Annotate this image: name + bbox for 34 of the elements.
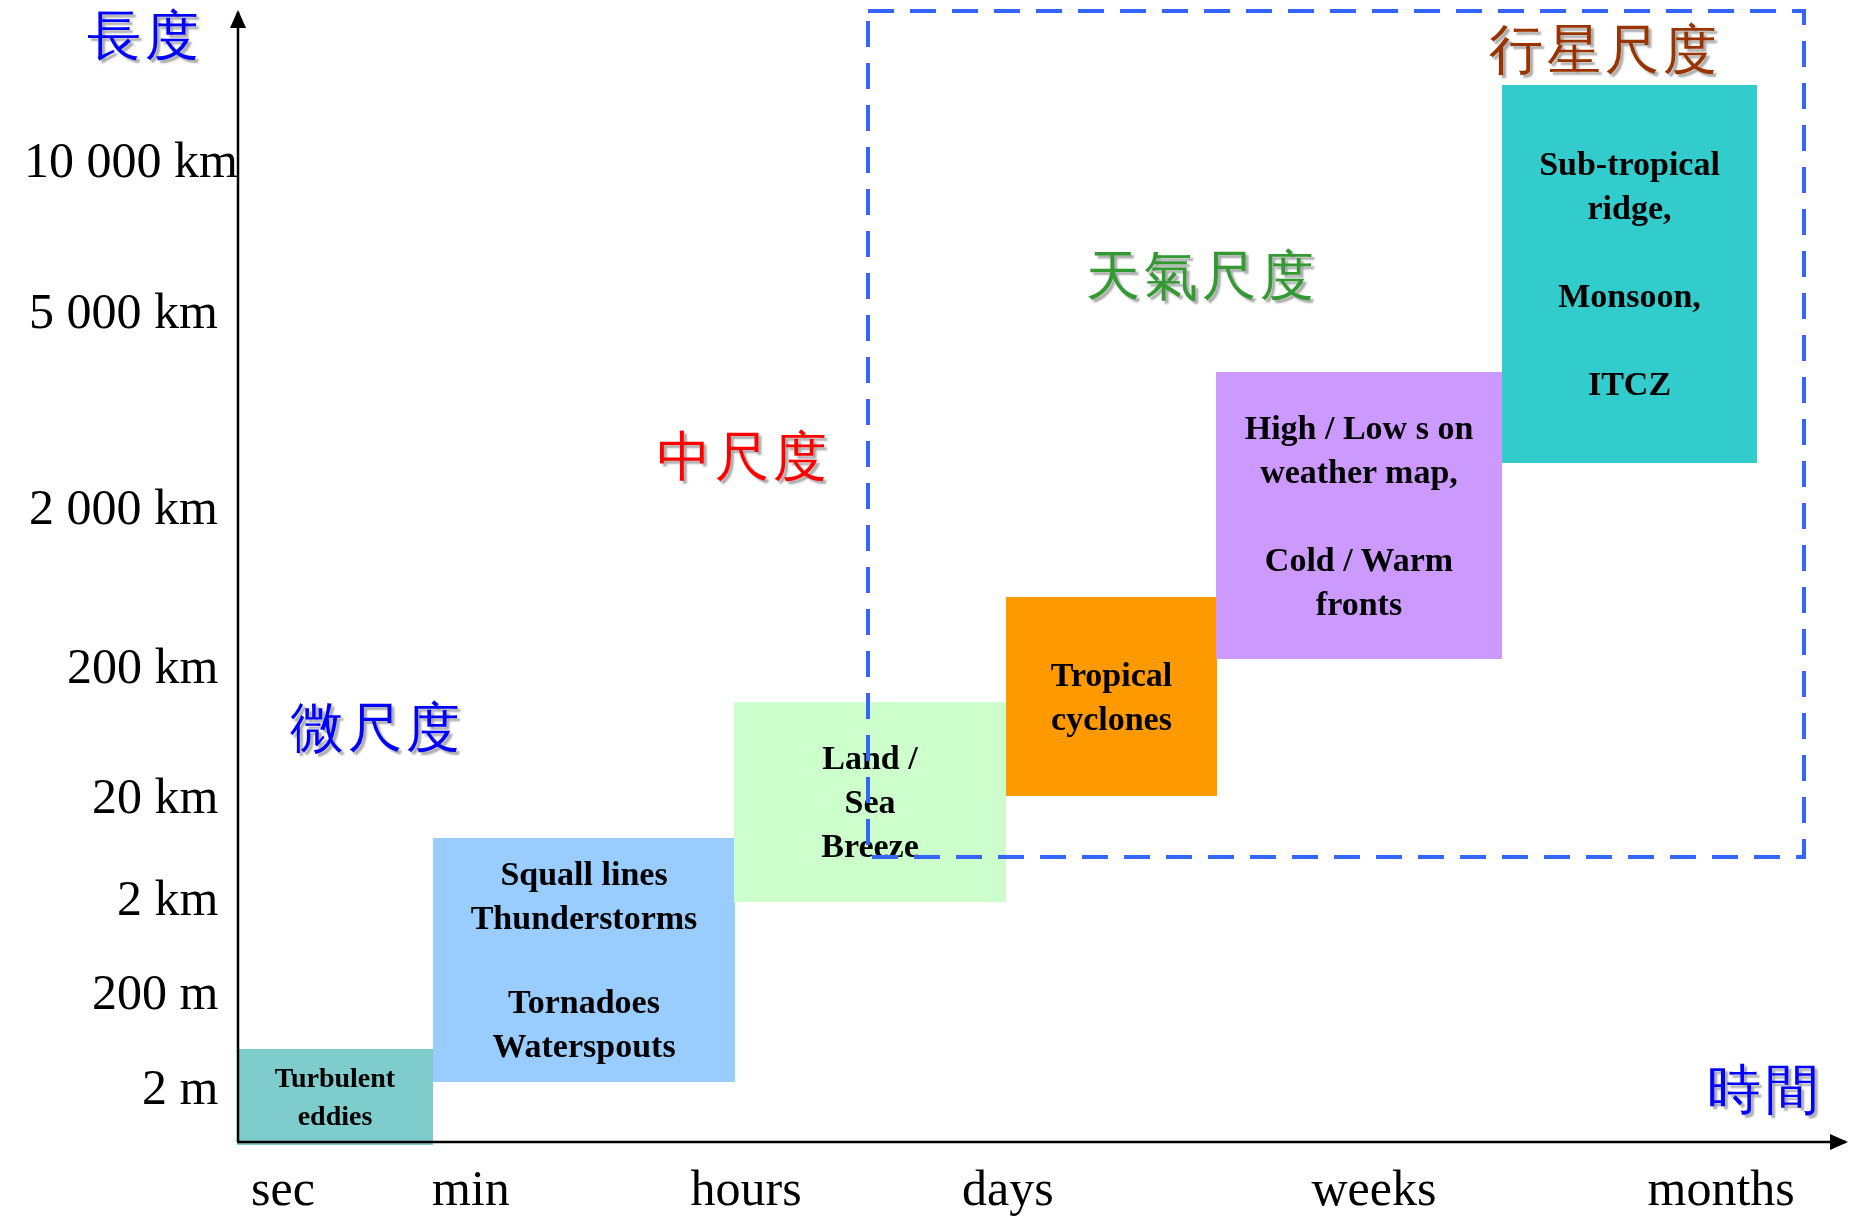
tick-label: min bbox=[432, 1163, 510, 1213]
tick-label: 2 000 km bbox=[29, 482, 218, 532]
box-text: ITCZ bbox=[1587, 364, 1672, 404]
box-text: Tornadoes Waterspouts bbox=[491, 982, 677, 1066]
tick-label: 200 m bbox=[92, 967, 219, 1017]
tick-label: 20 km bbox=[92, 771, 219, 821]
phenomenon-box bbox=[1502, 85, 1757, 463]
box-text: Tropical cyclones bbox=[1049, 654, 1174, 739]
tick-label: 2 km bbox=[117, 873, 219, 923]
box-text: Sub-tropical ridge, bbox=[1538, 144, 1721, 228]
box-text: Cold / Warm fronts bbox=[1263, 539, 1455, 624]
phenomenon-box bbox=[237, 1049, 433, 1145]
scale-label: 行星尺度 bbox=[1489, 23, 1721, 77]
phenomenon-box bbox=[1006, 597, 1217, 796]
axis-title: 時間 bbox=[1707, 1063, 1823, 1117]
tick-label: 5 000 km bbox=[29, 286, 218, 336]
tick-label: 2 m bbox=[142, 1062, 219, 1112]
phenomenon-box bbox=[734, 702, 1006, 902]
tick-label: months bbox=[1647, 1163, 1795, 1213]
box-text: High / Low s on weather map, bbox=[1244, 407, 1474, 492]
scale-label: 微尺度 bbox=[290, 701, 464, 755]
axis-title: 長度 bbox=[87, 9, 203, 63]
tick-label: hours bbox=[690, 1163, 802, 1213]
tick-label: sec bbox=[251, 1163, 315, 1213]
box-text: Monsoon, bbox=[1558, 276, 1701, 316]
tick-label: weeks bbox=[1311, 1163, 1437, 1213]
scale-label: 中尺度 bbox=[657, 430, 831, 484]
scale-label: 天氣尺度 bbox=[1086, 249, 1318, 303]
tick-label: 10 000 km bbox=[24, 135, 238, 185]
box-text: Turbulent eddies bbox=[273, 1061, 397, 1133]
phenomenon-box bbox=[1216, 372, 1502, 659]
phenomenon-box bbox=[433, 838, 735, 1082]
box-text: Squall lines Thunderstorms bbox=[469, 854, 699, 938]
tick-label: 200 km bbox=[67, 641, 219, 691]
